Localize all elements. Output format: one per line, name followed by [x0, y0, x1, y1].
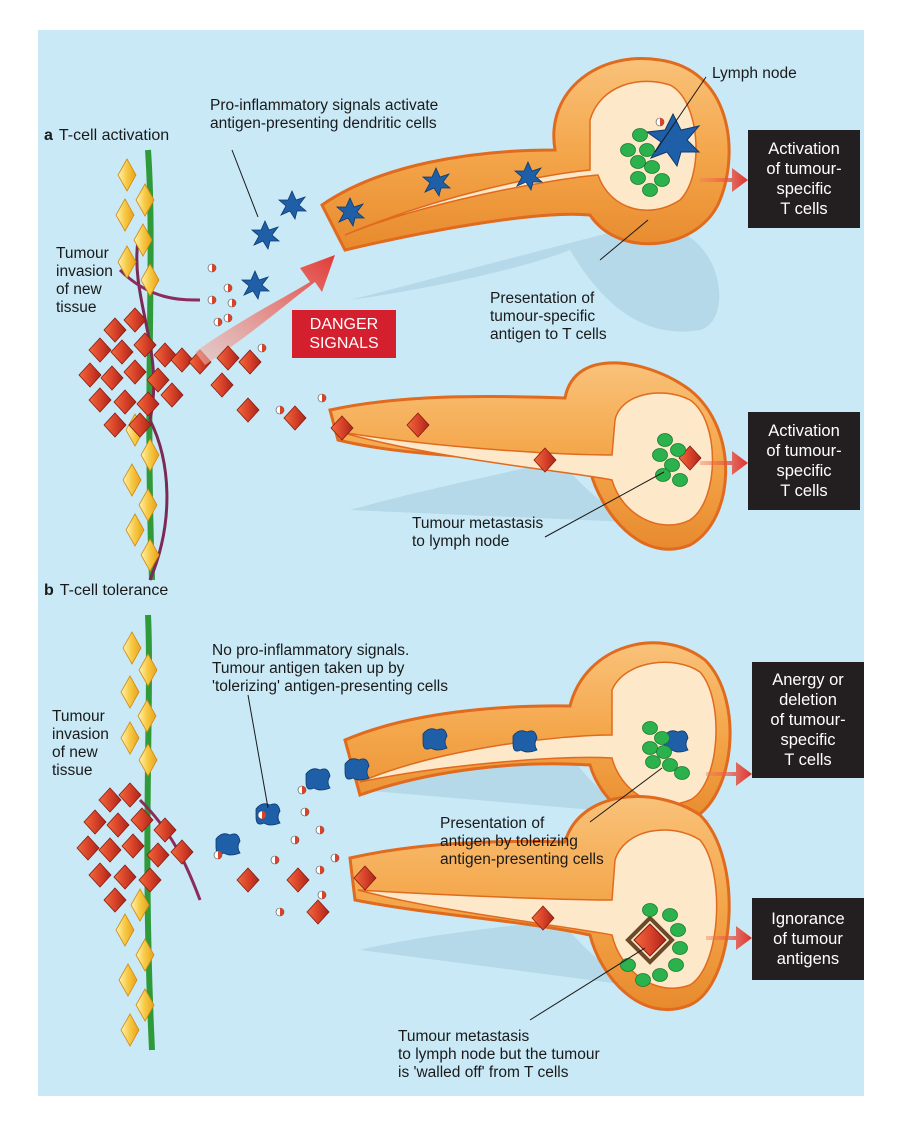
- danger-signals-label: DANGER SIGNALS: [292, 310, 396, 358]
- tumour-label-a: Tumour invasion of new tissue: [56, 245, 113, 317]
- panel-b-letter: b: [44, 582, 54, 599]
- outcome-box-a1: Activation of tumour- specific T cells: [748, 130, 860, 228]
- tumour-label-b: Tumour invasion of new tissue: [52, 708, 109, 780]
- outcome-box-a2: Activation of tumour- specific T cells: [748, 412, 860, 510]
- signals-label-b: No pro-inflammatory signals. Tumour anti…: [212, 642, 448, 696]
- panel-b-title: T-cell tolerance: [60, 582, 169, 599]
- panel-a-heading: a T-cell activation: [44, 127, 169, 145]
- outcome-box-b1: Anergy or deletion of tumour- specific T…: [752, 662, 864, 778]
- panel-a-letter: a: [44, 127, 53, 144]
- presentation-label-a: Presentation of tumour-specific antigen …: [490, 290, 607, 344]
- lymph-node-label: Lymph node: [712, 65, 797, 83]
- signals-label-a: Pro-inflammatory signals activate antige…: [210, 97, 438, 133]
- outcome-box-b2: Ignorance of tumour antigens: [752, 898, 864, 980]
- presentation-label-b: Presentation of antigen by tolerizing an…: [440, 815, 604, 869]
- panel-b-heading: b T-cell tolerance: [44, 582, 168, 600]
- panel-a-title: T-cell activation: [59, 127, 169, 144]
- metastasis-label-a: Tumour metastasis to lymph node: [412, 515, 543, 551]
- metastasis-label-b: Tumour metastasis to lymph node but the …: [398, 1028, 600, 1082]
